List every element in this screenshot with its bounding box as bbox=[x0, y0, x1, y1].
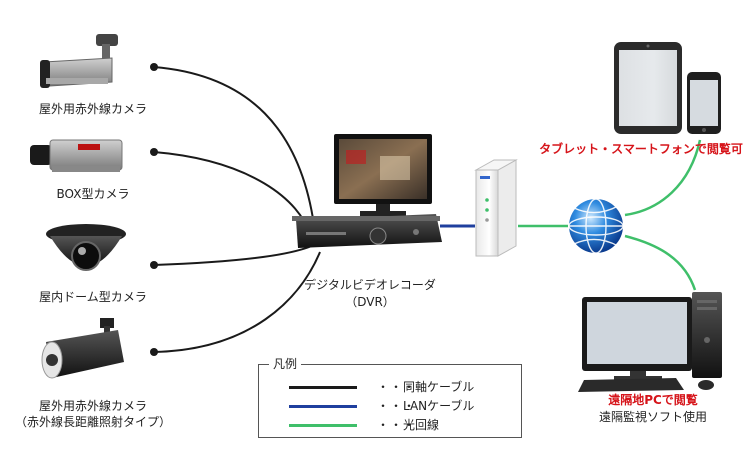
legend-dots: ・・・ bbox=[377, 380, 417, 394]
legend-item-coax: ・・・ 同軸ケーブル bbox=[259, 379, 521, 395]
legend-dots: ・・・ bbox=[377, 418, 417, 432]
camera-4-label: 屋外用赤外線カメラ bbox=[38, 399, 147, 413]
coax-cable-4 bbox=[153, 251, 321, 353]
outdoor-ir-camera-1-icon bbox=[40, 34, 118, 88]
camera-3-label: 屋内ドーム型カメラ bbox=[39, 290, 147, 304]
legend-text: 光回線 bbox=[403, 418, 440, 432]
dvr-label: デジタルビデオレコーダ bbox=[304, 278, 436, 292]
outdoor-ir-camera-long-range-icon bbox=[41, 318, 124, 379]
legend-swatch-lan bbox=[289, 405, 357, 408]
fiber-lines bbox=[518, 139, 702, 291]
dvr-icon bbox=[292, 214, 442, 248]
legend-title: 凡例 bbox=[269, 356, 302, 372]
smartphone-icon bbox=[687, 72, 721, 134]
dome-camera-icon bbox=[46, 224, 126, 271]
monitor-icon bbox=[334, 134, 432, 216]
cable-dots bbox=[150, 63, 158, 356]
desktop-pc-icon bbox=[578, 292, 722, 392]
legend-text: 同軸ケーブル bbox=[403, 380, 475, 394]
legend-text: LANケーブル bbox=[403, 399, 475, 413]
router-icon bbox=[474, 159, 518, 257]
box-camera-icon bbox=[30, 139, 123, 172]
coax-cable-1 bbox=[153, 66, 315, 226]
legend-item-fiber: ・・・ 光回線 bbox=[259, 417, 521, 433]
pc-sublabel: 遠隔監視ソフト使用 bbox=[598, 410, 707, 424]
legend-dots: ・・・ bbox=[377, 399, 417, 413]
dvr-sublabel: （DVR） bbox=[345, 295, 395, 309]
legend-swatch-fiber bbox=[289, 424, 357, 427]
legend: 凡例 ・・・ 同軸ケーブル ・・・ LANケーブル ・・・ 光回線 bbox=[258, 356, 522, 438]
internet-globe-icon bbox=[568, 198, 624, 254]
camera-2-label: BOX型カメラ bbox=[56, 187, 130, 201]
tablet-label: タブレット・スマートフォンで閲覧可 bbox=[539, 142, 743, 156]
pc-label: 遠隔地PCで閲覧 bbox=[608, 393, 698, 407]
camera-4-sublabel: （赤外線長距離照射タイプ） bbox=[14, 415, 171, 429]
legend-swatch-coax bbox=[289, 386, 357, 389]
legend-item-lan: ・・・ LANケーブル bbox=[259, 398, 521, 414]
camera-1-label: 屋外用赤外線カメラ bbox=[38, 102, 147, 116]
coax-cable-3 bbox=[153, 244, 315, 266]
tablet-icon bbox=[614, 42, 682, 134]
